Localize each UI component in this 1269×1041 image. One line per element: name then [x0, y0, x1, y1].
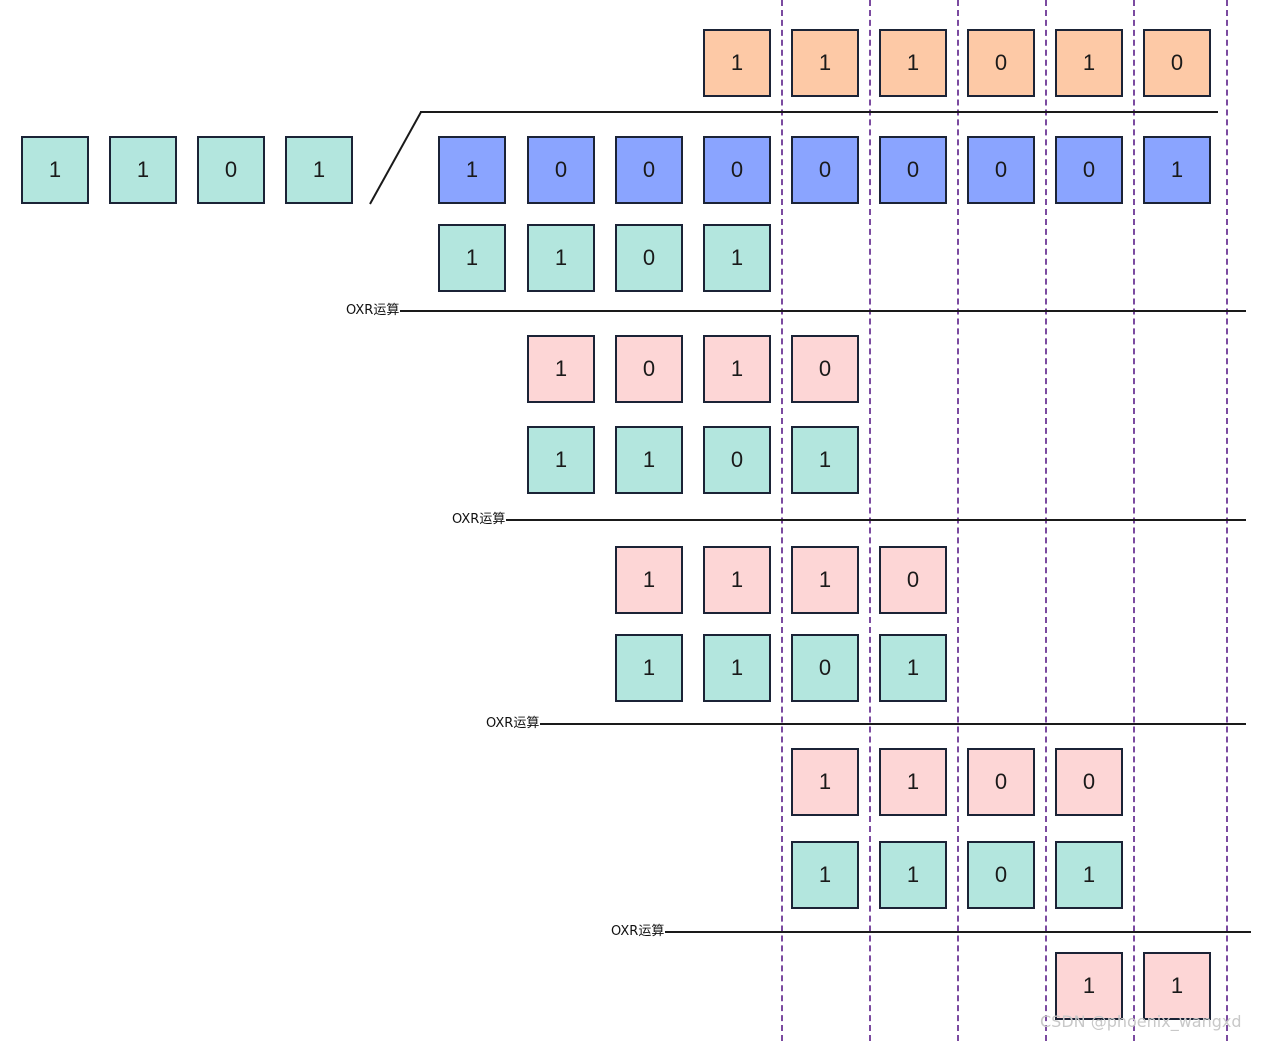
xor-label: OXR运算 [452, 512, 506, 527]
divisor-bit: 1 [285, 136, 353, 204]
xor-separator-line [540, 723, 1246, 725]
xor-separator-line [506, 519, 1246, 521]
divisor-bit: 1 [703, 224, 771, 292]
dividend-bit: 1 [1143, 136, 1211, 204]
partial-bit: 1 [615, 546, 683, 614]
partial-bit: 1 [791, 546, 859, 614]
dividend-bit: 0 [703, 136, 771, 204]
quotient-bit: 0 [1143, 29, 1211, 97]
divisor-bit: 1 [527, 426, 595, 494]
dividend-bit: 0 [1055, 136, 1123, 204]
partial-bit: 1 [703, 335, 771, 403]
dividend-bit: 0 [967, 136, 1035, 204]
divisor-bit: 1 [21, 136, 89, 204]
divisor-bit: 0 [967, 841, 1035, 909]
dividend-bit: 0 [791, 136, 859, 204]
divisor-bit: 0 [791, 634, 859, 702]
watermark: CSDN @phoenix_wangxd [1040, 1012, 1242, 1031]
divisor-bit: 1 [1055, 841, 1123, 909]
partial-bit: 0 [879, 546, 947, 614]
quotient-bit: 1 [703, 29, 771, 97]
divisor-bit: 1 [615, 426, 683, 494]
divisor-bit: 1 [879, 634, 947, 702]
divisor-bit: 0 [703, 426, 771, 494]
divisor-bit: 1 [791, 841, 859, 909]
dividend-bit: 0 [615, 136, 683, 204]
partial-bit: 0 [615, 335, 683, 403]
divisor-bit: 1 [109, 136, 177, 204]
divisor-bit: 1 [879, 841, 947, 909]
divisor-bit: 0 [197, 136, 265, 204]
divisor-bit: 1 [703, 634, 771, 702]
dividend-bit: 0 [879, 136, 947, 204]
divisor-bit: 1 [527, 224, 595, 292]
dividend-bit: 1 [438, 136, 506, 204]
quotient-bit: 1 [879, 29, 947, 97]
partial-bit: 1 [791, 748, 859, 816]
divisor-bit: 1 [438, 224, 506, 292]
xor-separator-line [665, 931, 1251, 933]
remainder-bit: 1 [1143, 952, 1211, 1020]
quotient-bit: 1 [1055, 29, 1123, 97]
divisor-bit: 1 [791, 426, 859, 494]
divisor-bit: 0 [615, 224, 683, 292]
partial-bit: 0 [1055, 748, 1123, 816]
xor-label: OXR运算 [611, 924, 665, 939]
partial-bit: 1 [879, 748, 947, 816]
xor-separator-line [400, 310, 1246, 312]
quotient-bit: 1 [791, 29, 859, 97]
partial-bit: 0 [791, 335, 859, 403]
quotient-bit: 0 [967, 29, 1035, 97]
partial-bit: 1 [703, 546, 771, 614]
partial-bit: 1 [527, 335, 595, 403]
divisor-bit: 1 [615, 634, 683, 702]
remainder-bit: 1 [1055, 952, 1123, 1020]
partial-bit: 0 [967, 748, 1035, 816]
xor-label: OXR运算 [486, 716, 540, 731]
xor-label: OXR运算 [346, 303, 400, 318]
dividend-bit: 0 [527, 136, 595, 204]
